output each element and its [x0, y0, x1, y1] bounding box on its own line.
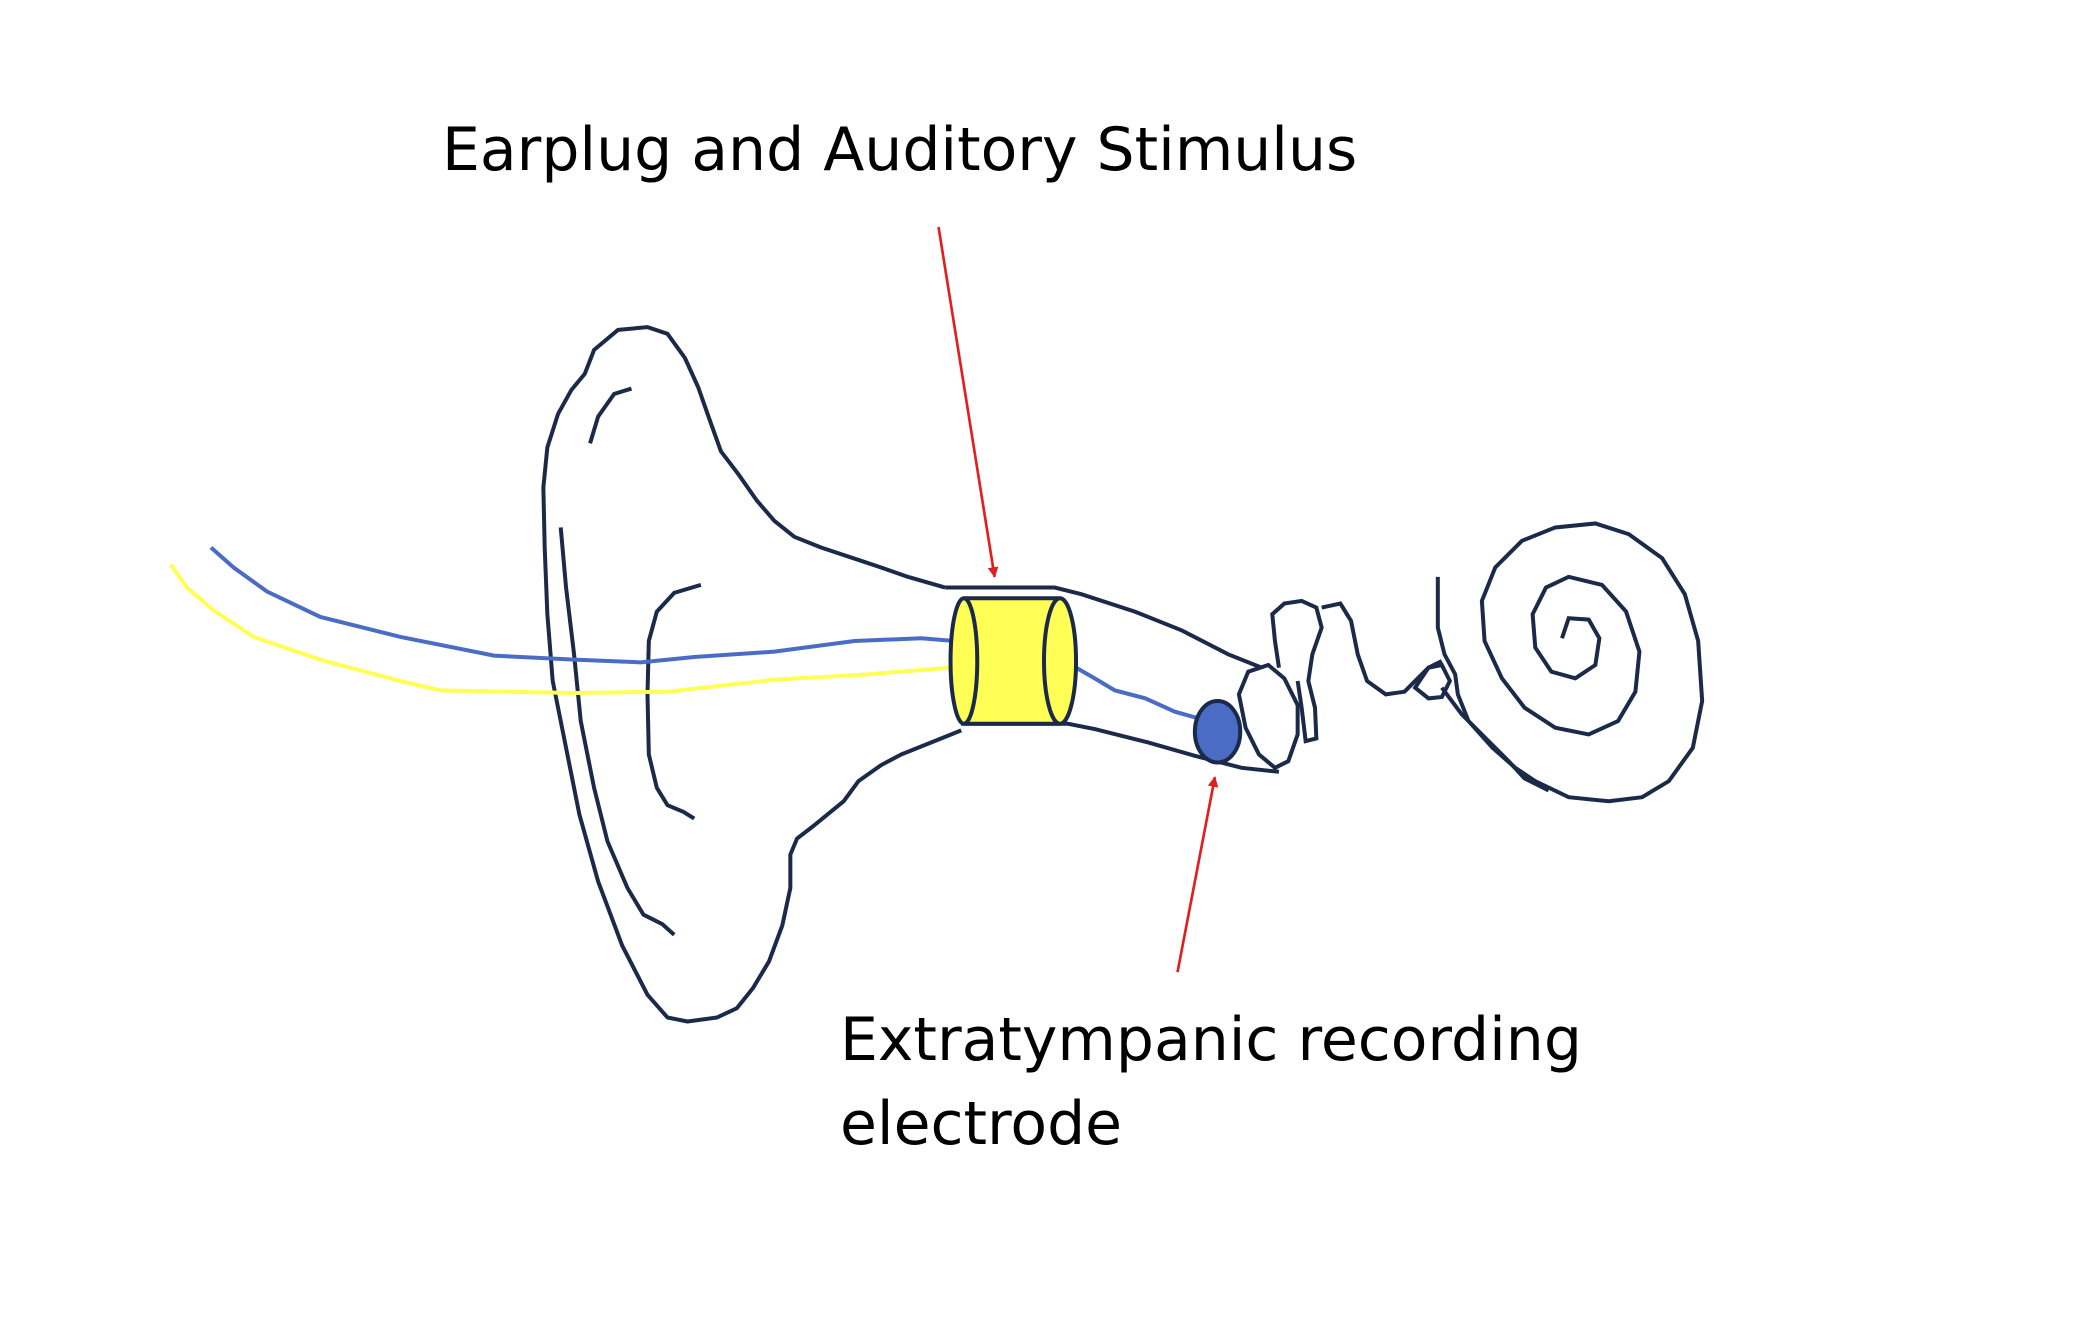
electrode-label-line1: Extratympanic recording [840, 998, 1582, 1082]
electrode-label: Extratympanic recording electrode [840, 998, 1582, 1166]
recording-electrode [1195, 701, 1240, 762]
cochlea-base [1442, 688, 1549, 791]
antihelix-fold [590, 389, 631, 444]
electrode-pointer-arrow [1177, 777, 1214, 972]
yellow-wire [171, 565, 951, 693]
ossicle-stapes [1322, 604, 1442, 695]
earplug-label: Earplug and Auditory Stimulus [442, 108, 1357, 192]
blue-wire [211, 547, 955, 662]
pinna-outline [543, 327, 961, 1021]
concha-fold [647, 585, 700, 819]
electrode-label-line2: electrode [840, 1082, 1582, 1166]
helix-inner-line [561, 527, 674, 934]
earplug-pointer-arrow [939, 227, 995, 577]
cochlea-spiral [1438, 523, 1702, 801]
earplug [951, 598, 1076, 724]
blue-wire-to-electrode [1076, 668, 1199, 719]
tympanic-membrane [1239, 665, 1298, 768]
